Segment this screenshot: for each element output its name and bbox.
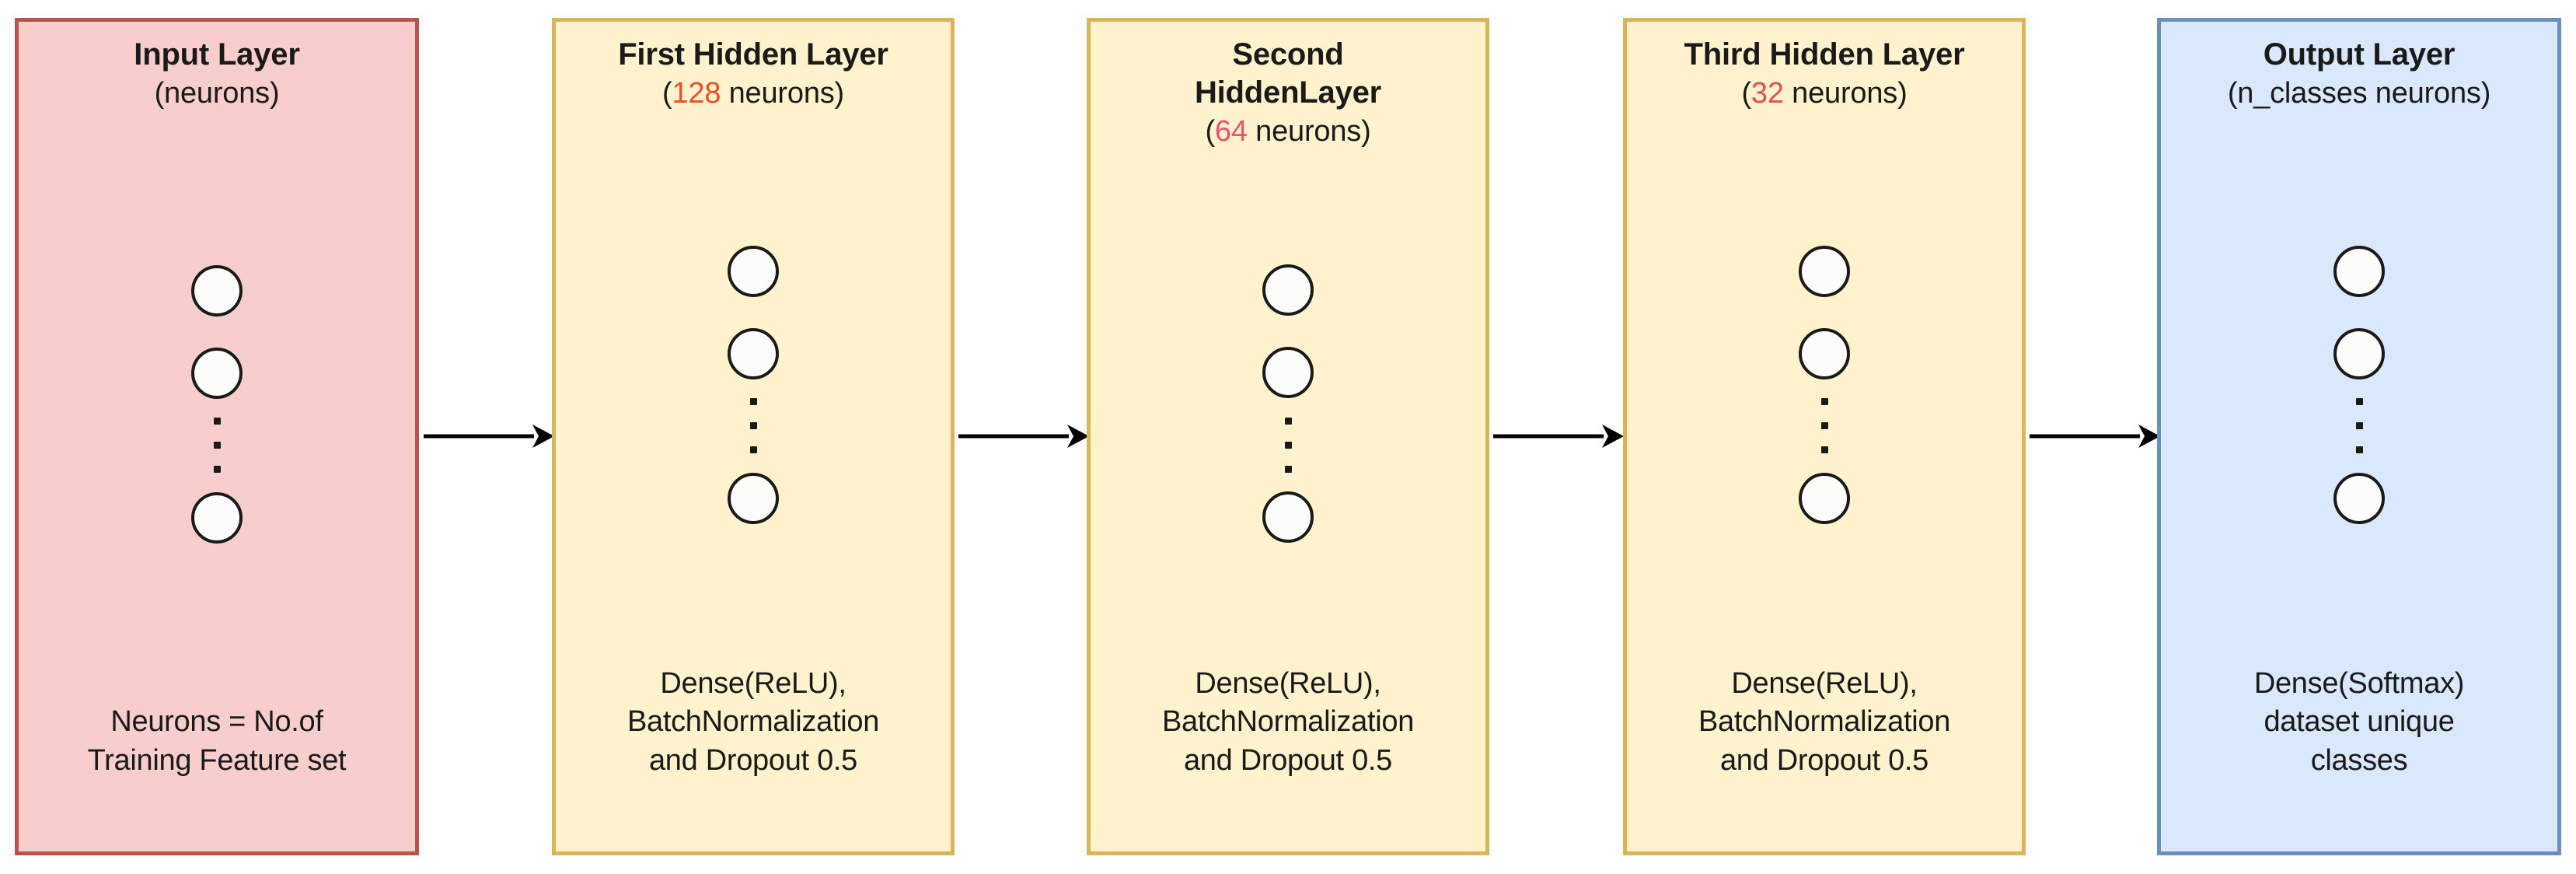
arrow-h1-to-h2 [958, 422, 1089, 450]
layer-footer-line: and Dropout 0.5 [1183, 743, 1393, 777]
layer-footer-line: and Dropout 0.5 [1719, 743, 1929, 777]
neuron-node [191, 491, 243, 544]
neuron-node [1262, 264, 1314, 316]
layer-subtitle-input: (neurons) [154, 76, 280, 110]
layer-title-input: Input Layer [134, 37, 300, 72]
arrow-input-to-h1 [424, 422, 554, 450]
layer-header-first-hidden: First Hidden Layer (128 neurons) [556, 36, 951, 111]
layer-footer-line: BatchNormalization [1698, 705, 1951, 739]
neuron-node [728, 327, 779, 379]
layer-footer-line: Neurons = No.of [110, 705, 323, 739]
layer-footer-line: Dense(Softmax) [2253, 666, 2465, 700]
neuron-stack-second-hidden [1262, 143, 1314, 665]
layer-footer-output: Dense(Softmax) dataset unique classes [2161, 665, 2557, 780]
vertical-ellipsis-icon [2355, 379, 2363, 473]
layer-footer-line: BatchNormalization [1161, 705, 1415, 739]
layer-box-input[interactable]: Input Layer (neurons) Neurons = No.of Tr… [15, 18, 419, 855]
layer-footer-line: classes [2310, 743, 2408, 777]
neuron-node [1799, 327, 1850, 379]
vertical-ellipsis-icon [213, 399, 221, 492]
layer-footer-line: dataset unique [2264, 705, 2455, 739]
layer-footer-line: Dense(ReLU), [660, 666, 846, 700]
neuron-node [728, 245, 779, 297]
neuron-node [728, 472, 779, 524]
vertical-ellipsis-icon [1820, 379, 1828, 473]
layer-title-first-hidden: First Hidden Layer [618, 37, 888, 72]
layer-title-second-hidden-line1: Second [1232, 37, 1344, 72]
layer-header-output: Output Layer (n_classes neurons) [2161, 36, 2557, 111]
layer-title-output: Output Layer [2263, 37, 2456, 72]
neuron-node [2333, 327, 2385, 379]
neuron-node [1262, 347, 1314, 399]
neuron-stack-output [2333, 105, 2385, 665]
layer-subtitle-second-hidden: (64 neurons) [1101, 114, 1475, 149]
neuron-stack-first-hidden [728, 105, 779, 665]
neuron-node [2333, 472, 2385, 524]
layer-header-second-hidden: Second HiddenLayer (64 neurons) [1091, 36, 1485, 149]
arrow-h3-to-output [2030, 422, 2160, 450]
subtitle-suffix: neurons) [1783, 76, 1908, 110]
vertical-ellipsis-icon [1284, 398, 1292, 491]
subtitle-suffix: neurons) [721, 76, 845, 110]
layer-footer-input: Neurons = No.of Training Feature set [19, 703, 415, 780]
layer-box-output[interactable]: Output Layer (n_classes neurons) Dense(S… [2157, 18, 2561, 855]
layer-title-second-hidden-line2: HiddenLayer [1194, 75, 1382, 110]
subtitle-suffix: neurons) [1247, 114, 1371, 148]
neuron-count-value: 32 [1750, 76, 1784, 110]
neuron-count-value: 128 [672, 76, 721, 110]
layer-subtitle-third-hidden: (32 neurons) [1638, 75, 2011, 111]
layer-footer-line: Dense(ReLU), [1195, 666, 1381, 700]
neuron-count-value: 64 [1214, 114, 1248, 148]
subtitle-open-paren: ( [661, 76, 672, 110]
neuron-stack-input [191, 105, 243, 703]
subtitle-open-paren: ( [1741, 76, 1751, 110]
arrow-h2-to-h3 [1493, 422, 1624, 450]
neuron-node [1262, 491, 1314, 544]
layer-header-input: Input Layer (neurons) [19, 36, 415, 111]
layer-box-third-hidden[interactable]: Third Hidden Layer (32 neurons) Dense(Re… [1623, 18, 2026, 855]
layer-footer-third-hidden: Dense(ReLU), BatchNormalization and Drop… [1627, 665, 2022, 780]
layer-footer-line: BatchNormalization [627, 705, 880, 739]
layer-box-first-hidden[interactable]: First Hidden Layer (128 neurons) Dense(R… [552, 18, 955, 855]
layer-subtitle-output: (n_classes neurons) [2227, 76, 2491, 110]
neuron-node [2333, 245, 2385, 297]
neuron-node [191, 264, 243, 316]
layer-subtitle-first-hidden: (128 neurons) [567, 75, 940, 111]
layer-header-third-hidden: Third Hidden Layer (32 neurons) [1627, 36, 2022, 111]
layer-footer-line: Training Feature set [87, 743, 347, 777]
layer-footer-second-hidden: Dense(ReLU), BatchNormalization and Drop… [1091, 665, 1485, 780]
subtitle-open-paren: ( [1205, 114, 1215, 148]
neuron-node [191, 347, 243, 399]
layer-box-second-hidden[interactable]: Second HiddenLayer (64 neurons) Dense(Re… [1087, 18, 1489, 855]
vertical-ellipsis-icon [749, 379, 757, 473]
layer-footer-first-hidden: Dense(ReLU), BatchNormalization and Drop… [556, 665, 951, 780]
neuron-stack-third-hidden [1799, 105, 1850, 665]
neuron-node [1799, 472, 1850, 524]
layer-footer-line: Dense(ReLU), [1731, 666, 1918, 700]
layer-footer-line: and Dropout 0.5 [648, 743, 858, 777]
layer-title-third-hidden: Third Hidden Layer [1684, 37, 1965, 72]
neuron-node [1799, 245, 1850, 297]
